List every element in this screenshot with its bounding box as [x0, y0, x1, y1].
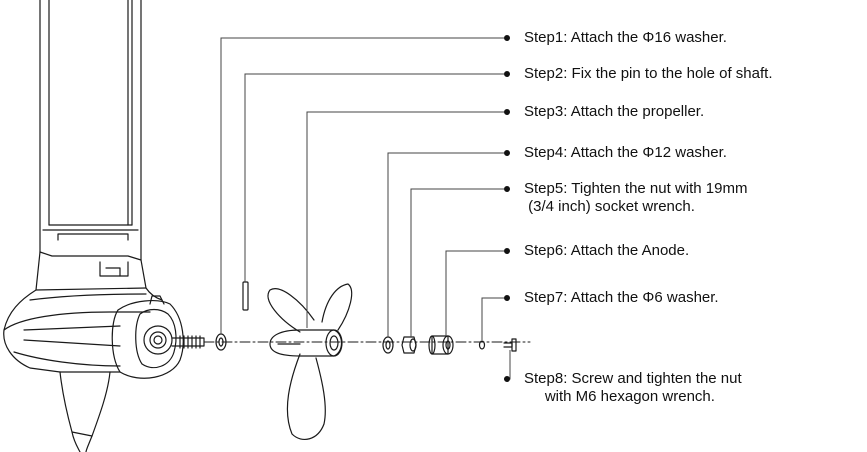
motor-shaft-tube	[39, 0, 142, 277]
step5-text-line1: Step5: Tighten the nut with 19mm	[524, 180, 748, 197]
leader-step5	[410, 188, 504, 337]
leader-dot-step6	[504, 248, 510, 254]
m6-screw-part	[503, 338, 517, 352]
leader-step4	[387, 152, 504, 337]
leader-dot-step1	[504, 35, 510, 41]
leader-dot-step5	[504, 186, 510, 192]
skeg-fin	[59, 371, 111, 452]
step6-text: Step6: Attach the Anode.	[524, 242, 690, 259]
washer-12-part	[382, 336, 394, 354]
washer-6-part	[478, 340, 486, 350]
leader-step8	[504, 350, 511, 380]
step1-label: Step1: Attach the Φ16 washer.	[524, 29, 727, 47]
step8-text-line2: with M6 hexagon wrench.	[524, 388, 715, 405]
step7-text: Step7: Attach the Φ6 washer.	[524, 289, 719, 306]
step2-text: Step2: Fix the pin to the hole of shaft.	[524, 65, 773, 82]
step3-label: Step3: Attach the propeller.	[524, 103, 704, 121]
step6-label: Step6: Attach the Anode.	[524, 242, 689, 260]
motor-housing	[3, 251, 184, 379]
step7-label: Step7: Attach the Φ6 washer.	[524, 289, 719, 307]
shaft-pin-part	[242, 281, 249, 311]
step3-text: Step3: Attach the propeller.	[524, 103, 705, 120]
step4-text: Step4: Attach the Φ12 washer.	[524, 144, 727, 161]
leader-dot-step4	[504, 150, 510, 156]
leader-dot-step3	[504, 109, 510, 115]
step8-text-line1: Step8: Screw and tighten the nut	[524, 370, 742, 387]
propeller-part	[267, 283, 353, 441]
leader-step3	[306, 111, 504, 328]
nut-19mm-part	[401, 336, 417, 354]
step8-label: Step8: Screw and tighten the nut with M6…	[524, 370, 742, 406]
leader-step1	[220, 37, 504, 334]
leader-dot-step7	[504, 295, 510, 301]
leader-step7	[481, 297, 504, 340]
leader-dot-step8	[504, 376, 510, 382]
leader-step6	[445, 250, 504, 336]
step1-text: Step1: Attach the Φ16 washer.	[524, 29, 727, 46]
leader-step2	[244, 73, 504, 282]
step5-text-line2: (3/4 inch) socket wrench.	[524, 198, 695, 215]
step4-label: Step4: Attach the Φ12 washer.	[524, 144, 727, 162]
anode-part	[428, 335, 454, 355]
threaded-shaft	[171, 335, 205, 349]
step5-label: Step5: Tighten the nut with 19mm (3/4 in…	[524, 180, 747, 216]
step2-label: Step2: Fix the pin to the hole of shaft.	[524, 65, 773, 83]
leader-dot-step2	[504, 71, 510, 77]
